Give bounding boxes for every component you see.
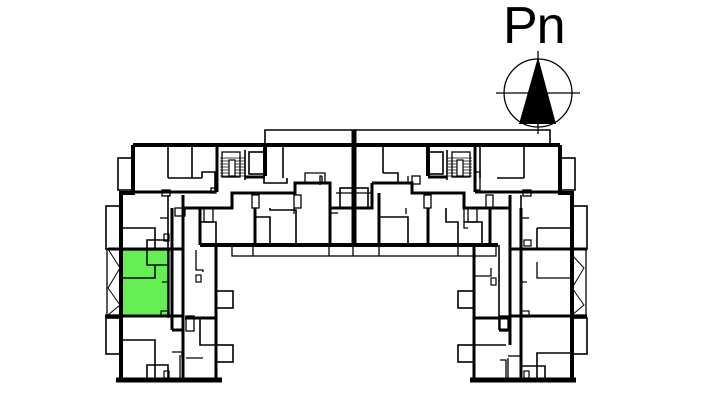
- selected-apartment-outline: [120, 249, 170, 317]
- north-arrow-icon: [496, 51, 580, 134]
- walls: [105, 129, 588, 383]
- compass-label: Pn: [503, 0, 566, 55]
- selected-apartment[interactable]: [121, 250, 169, 316]
